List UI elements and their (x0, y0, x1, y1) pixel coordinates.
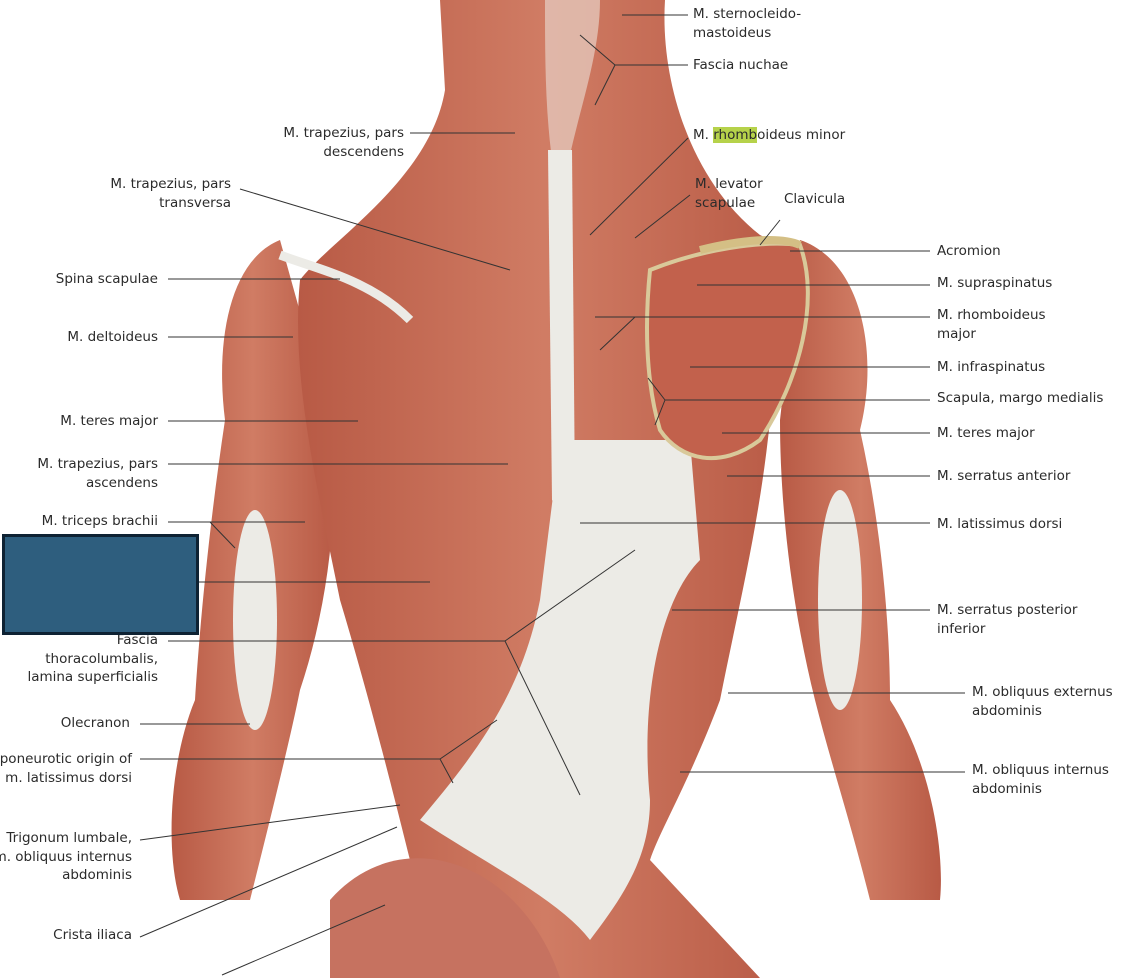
spina-scapulae (278, 250, 414, 324)
label-line: M. teres major (937, 425, 1035, 441)
label-line: Trigonum lumbale, (6, 830, 132, 846)
highlighted-text: rhomb (713, 127, 758, 143)
label-right-5: Acromion (937, 242, 1001, 261)
label-left-10: Trigonum lumbale, m. obliquus internus abd… (0, 829, 132, 885)
label-line: M. trapezius, pars (37, 456, 158, 472)
label-left-0: M. trapezius, pars descendens (283, 124, 404, 161)
torso (298, 0, 792, 978)
label-line: m. obliquus internus (0, 848, 132, 865)
label-line: M. deltoideus (67, 329, 158, 345)
leader-lines (139, 14, 965, 976)
label-right-9: Scapula, margo medialis (937, 389, 1103, 408)
label-line: M. obliquus externus (972, 684, 1113, 700)
label-line: transversa (159, 194, 231, 211)
label-line: major (937, 325, 976, 342)
label-line: M. trapezius, pars (283, 125, 404, 141)
label-right-8: M. infraspinatus (937, 358, 1045, 377)
triceps-tendon-right (818, 490, 862, 710)
thoracolumbar-fascia (420, 440, 700, 940)
label-right-2: M. rhomboideus minor (693, 126, 845, 145)
label-line: Fascia nuchae (693, 57, 789, 73)
label-right-7: M. rhomboideus major (937, 306, 1046, 343)
label-line: M. trapezius, pars (110, 176, 231, 192)
fascia-nuchae (545, 0, 600, 180)
label-left-5: M. trapezius, pars ascendens (37, 455, 158, 492)
label-line: thoracolumbalis, (45, 650, 158, 667)
label-text: M. (693, 127, 714, 143)
label-right-3: M. levator scapulae (695, 175, 763, 212)
label-right-12: M. latissimus dorsi (937, 515, 1062, 534)
acromion (699, 236, 802, 254)
label-left-4: M. teres major (60, 412, 158, 431)
label-line: scapulae (695, 194, 756, 211)
label-line: M. serratus posterior (937, 602, 1078, 618)
label-line: m. latissimus dorsi (5, 769, 132, 786)
label-line: M. rhomboideus (937, 307, 1046, 323)
label-left-1: M. trapezius, pars transversa (110, 175, 231, 212)
label-right-11: M. serratus anterior (937, 467, 1070, 486)
label-line: M. obliquus internus (972, 762, 1109, 778)
label-line: M. triceps brachii (41, 513, 158, 529)
label-left-7: Fascia thoracolumbalis, lamina superficial… (27, 631, 158, 687)
label-line: Crista iliaca (53, 927, 132, 943)
label-right-13: M. serratus posterior inferior (937, 601, 1077, 638)
label-left-8: Olecranon (61, 714, 130, 733)
label-line: M. infraspinatus (937, 359, 1046, 375)
label-right-1: Fascia nuchae (693, 56, 788, 75)
label-line: Aponeurotic origin of (0, 751, 132, 767)
label-right-4: Clavicula (784, 190, 845, 209)
redaction-box (2, 534, 199, 635)
label-right-0: M. sternocleido-mastoideus (693, 5, 801, 42)
label-line: Fascia (116, 632, 158, 648)
label-right-10: M. teres major (937, 424, 1035, 443)
label-right-15: M. obliquus internus abdominis (972, 761, 1109, 798)
gluteal (330, 858, 560, 978)
label-line: abdominis (972, 702, 1042, 719)
label-line: Acromion (937, 243, 1001, 259)
label-line: Clavicula (784, 191, 846, 207)
label-line: ascendens (85, 474, 158, 491)
spine-tendon (548, 150, 575, 520)
label-line: inferior (937, 620, 986, 637)
label-line: Olecranon (60, 715, 130, 731)
label-line: M. levator (695, 176, 763, 192)
label-line: mastoideus (693, 24, 772, 41)
label-left-6: M. triceps brachii (42, 512, 158, 531)
label-left-9: Aponeurotic origin of m. latissimus dorsi (0, 750, 132, 787)
label-line: M. teres major (60, 413, 158, 429)
label-line: M. latissimus dorsi (937, 516, 1063, 532)
label-line: abdominis (62, 867, 132, 883)
label-left-3: M. deltoideus (67, 328, 158, 347)
label-line: lamina superficialis (27, 669, 158, 685)
label-right-6: M. supraspinatus (937, 274, 1052, 293)
label-right-14: M. obliquus externus abdominis (972, 683, 1113, 720)
label-line: M. sternocleido- (693, 6, 802, 22)
label-line: M. supraspinatus (937, 275, 1053, 291)
label-text: oideus minor (757, 127, 846, 143)
label-line: Scapula, margo medialis (937, 390, 1104, 406)
triceps-tendon-left (233, 510, 277, 730)
label-line: Spina scapulae (55, 271, 158, 287)
label-line: abdominis (972, 780, 1042, 797)
label-line: descendens (323, 143, 404, 160)
label-left-11: Crista iliaca (53, 926, 132, 945)
label-line: M. serratus anterior (937, 468, 1071, 484)
label-left-2: Spina scapulae (56, 270, 158, 289)
